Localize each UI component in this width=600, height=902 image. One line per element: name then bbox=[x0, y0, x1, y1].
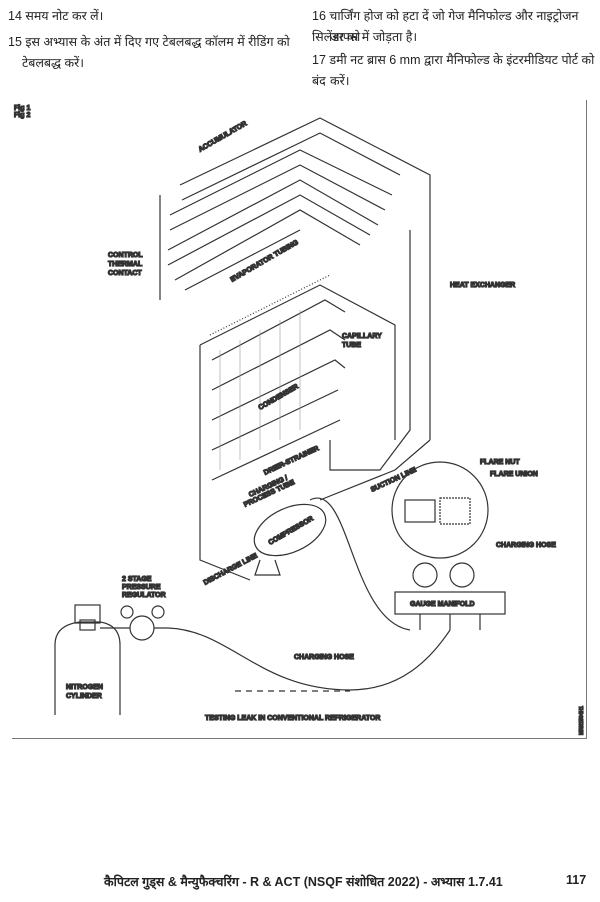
step-17: 17 डमी नट ब्रास 6 mm द्वारा मैनिफोल्ड के… bbox=[312, 53, 595, 88]
label-nitrogen: NITROGEN bbox=[66, 684, 103, 691]
gauge-manifold bbox=[394, 562, 506, 630]
step-16: 16 चार्जिंग होज को हटा दें जो गेज मैनिफो… bbox=[312, 9, 579, 44]
flare-union bbox=[439, 497, 471, 525]
step-15-cont: टेबलबद्ध करें। bbox=[22, 56, 84, 70]
compressor-base bbox=[254, 559, 281, 576]
label-pressure: PRESSURE bbox=[122, 584, 161, 591]
step-14: 14 समय नोट कर लें। bbox=[8, 9, 104, 23]
step-15: 15 इस अभ्यास के अंत में दिए गए टेबलबद्ध … bbox=[8, 35, 290, 49]
capillary-tube bbox=[329, 230, 411, 471]
label-charging-hose-detail: CHARGING HOSE bbox=[496, 542, 556, 549]
flare-nut bbox=[404, 499, 436, 523]
label-tube: TUBE bbox=[342, 342, 361, 349]
compressor bbox=[253, 503, 327, 557]
label-cylinder: CYLINDER bbox=[66, 693, 102, 700]
nitrogen-cylinder bbox=[54, 604, 121, 715]
evaporator-coils bbox=[159, 117, 431, 440]
fig-1-label: Fig 1 bbox=[14, 105, 30, 112]
label-gauge-manifold: GAUGE MANIFOLD bbox=[410, 601, 475, 608]
label-2-stage: 2 STAGE bbox=[122, 576, 152, 583]
figure-code: MRN1504H1 bbox=[579, 706, 585, 735]
suction-line bbox=[319, 439, 431, 501]
step-16-cont: आपस में जोड़ता है। bbox=[330, 30, 418, 44]
flare-detail-circle bbox=[391, 461, 489, 559]
label-heat-exchanger: HEAT EXCHANGER bbox=[450, 282, 515, 289]
label-flare-nut: FLARE NUT bbox=[480, 459, 520, 466]
condenser-coils bbox=[199, 274, 396, 581]
label-charging-hose: CHARGING HOSE bbox=[294, 654, 354, 661]
process-hose bbox=[309, 497, 411, 631]
label-contact: CONTACT bbox=[108, 270, 142, 277]
label-thermal: THERMAL bbox=[108, 261, 143, 268]
pressure-regulator bbox=[100, 605, 168, 641]
step-17-cont: करें। bbox=[330, 74, 350, 88]
label-discharge: DISCHARGE LINE bbox=[203, 552, 259, 586]
label-regulator: REGULATOR bbox=[122, 592, 166, 599]
fig-2-label: Fig 2 bbox=[14, 112, 30, 119]
label-control: CONTROL bbox=[108, 252, 143, 259]
figure-caption: TESTING LEAK IN CONVENTIONAL REFRIGERATO… bbox=[205, 715, 380, 722]
footer-title: कैपिटल गुड्स & मैन्युफैक्चरिंग - R & ACT… bbox=[104, 875, 503, 889]
label-accumulator: ACCUMULATOR bbox=[198, 120, 249, 153]
page-number: 117 bbox=[566, 873, 587, 887]
charging-hose bbox=[167, 627, 451, 691]
label-flare-union: FLARE UNION bbox=[490, 471, 538, 478]
label-capillary: CAPILLARY bbox=[342, 333, 382, 340]
figure-frame bbox=[12, 100, 587, 739]
label-drier: DRIER-STRAINER bbox=[263, 445, 320, 477]
